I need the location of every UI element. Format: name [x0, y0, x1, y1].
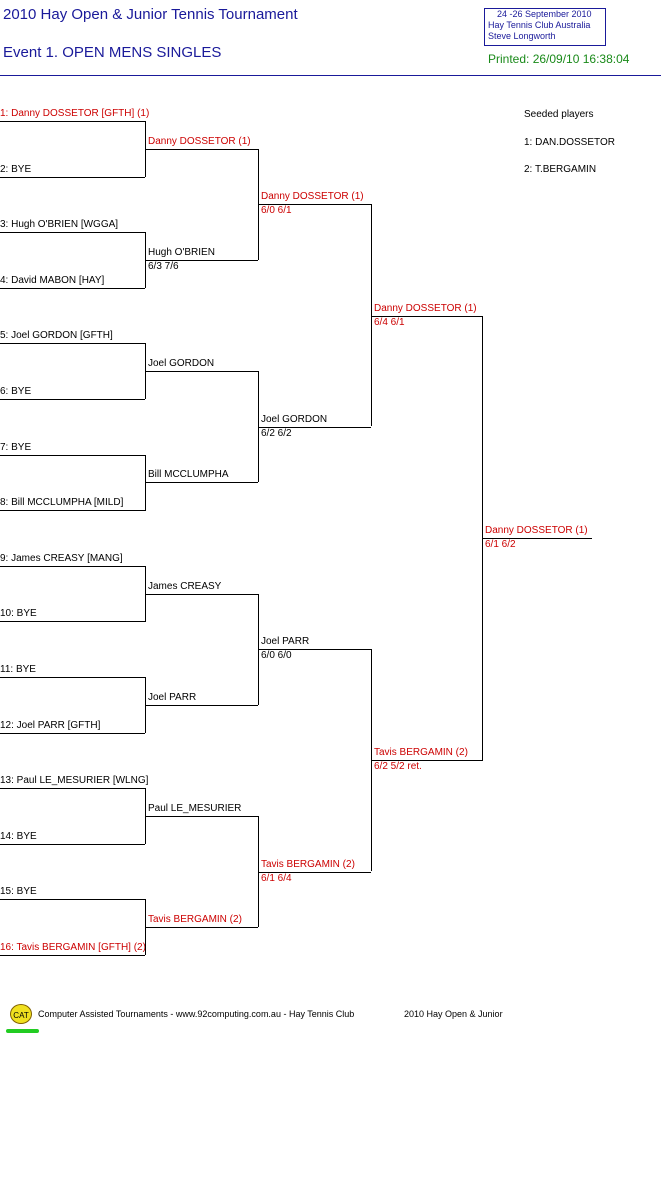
info-box: 24 -26 September 2010 Hay Tennis Club Au… — [484, 8, 606, 46]
bracket-line — [145, 371, 258, 372]
round4-winner: Danny DOSSETOR (1) — [374, 303, 477, 314]
bracket-line — [371, 760, 482, 761]
round1-player: 16: Tavis BERGAMIN [GFTH] (2) — [0, 942, 146, 953]
round3-winner: Tavis BERGAMIN (2) — [261, 859, 355, 870]
round1-player: 14: BYE — [0, 830, 37, 842]
round4-score: 6/2 5/2 ret. — [374, 761, 422, 772]
round2-winner: Joel PARR — [148, 692, 197, 703]
round1-player: 7: BYE — [0, 441, 32, 453]
bracket-line — [0, 288, 145, 289]
cat-logo: CAT — [10, 1004, 32, 1024]
info-dates: 24 -26 September 2010 — [497, 9, 592, 19]
round2-winner: Joel GORDON — [148, 358, 215, 369]
bracket-line — [0, 399, 145, 400]
round2-winner: James CREASY — [148, 581, 222, 592]
bracket-line — [0, 121, 145, 122]
bracket-line — [258, 649, 371, 650]
printed-timestamp: Printed: 26/09/10 16:38:04 — [488, 52, 630, 66]
footer-credit: Computer Assisted Tournaments - www.92co… — [38, 1009, 355, 1019]
round1-player: 1: Danny DOSSETOR [GFTH] (1) — [0, 108, 150, 119]
info-referee: Steve Longworth — [488, 31, 556, 41]
bracket-line — [258, 427, 371, 428]
seeded-player: 2: T.BERGAMIN — [524, 164, 597, 175]
round1-player: 12: Joel PARR [GFTH] — [0, 719, 101, 731]
bracket-line — [0, 677, 145, 678]
event-title: Event 1. OPEN MENS SINGLES — [3, 44, 222, 61]
bracket-line — [0, 733, 145, 734]
bracket-line — [145, 816, 258, 817]
round1-player: 11: BYE — [0, 664, 36, 675]
round2-winner: Paul LE_MESURIER — [148, 803, 242, 814]
bracket-connector — [258, 816, 259, 927]
round2-winner: Bill MCCLUMPHA — [148, 469, 229, 480]
bracket-line — [0, 621, 145, 622]
bracket-connector — [258, 371, 259, 482]
seeded-heading: Seeded players — [524, 109, 594, 120]
bracket-connector — [145, 455, 146, 511]
bracket-line — [145, 927, 258, 928]
bracket-line — [145, 594, 258, 595]
bracket-line — [0, 844, 145, 845]
bracket-line — [0, 232, 145, 233]
bracket-line — [0, 455, 145, 456]
logo-underline — [6, 1029, 39, 1033]
round3-score: 6/2 6/2 — [261, 428, 292, 439]
round1-player: 9: James CREASY [MANG] — [0, 552, 123, 564]
round2-winner: Tavis BERGAMIN (2) — [148, 914, 242, 925]
bracket-line — [0, 955, 145, 956]
round1-player: 2: BYE — [0, 163, 32, 175]
header-divider — [0, 75, 661, 76]
round1-player: 10: BYE — [0, 608, 37, 620]
round1-player: 4: David MABON [HAY] — [0, 274, 105, 286]
bracket-line — [0, 510, 145, 511]
round1-player: 3: Hugh O'BRIEN [WGGA] — [0, 219, 119, 231]
cat-logo-text: CAT — [13, 1011, 29, 1020]
bracket-line — [0, 566, 145, 567]
round1-player: 15: BYE — [0, 886, 37, 898]
bracket-line — [0, 177, 145, 178]
footer-event: 2010 Hay Open & Junior — [404, 1009, 503, 1019]
bracket-line — [145, 705, 258, 706]
round2-winner: Hugh O'BRIEN — [148, 247, 215, 258]
bracket-line — [482, 538, 592, 539]
round3-winner: Joel PARR — [261, 636, 310, 647]
bracket-line — [258, 872, 371, 873]
tournament-title: 2010 Hay Open & Junior Tennis Tournament — [3, 6, 298, 23]
round3-score: 6/0 6/1 — [261, 205, 292, 216]
round4-winner: Tavis BERGAMIN (2) — [374, 747, 468, 758]
round1-player: 8: Bill MCCLUMPHA [MILD] — [0, 497, 124, 509]
bracket-line — [371, 316, 482, 317]
bracket-line — [258, 204, 371, 205]
round2-winner: Danny DOSSETOR (1) — [148, 136, 251, 147]
round3-score: 6/1 6/4 — [261, 873, 292, 884]
round4-score: 6/4 6/1 — [374, 317, 405, 328]
round2-score: 6/3 7/6 — [148, 261, 179, 272]
round1-player: 13: Paul LE_MESURIER [WLNG] — [0, 775, 149, 787]
seeded-player: 1: DAN.DOSSETOR — [524, 137, 615, 148]
round3-score: 6/0 6/0 — [261, 650, 292, 661]
bracket-line — [145, 149, 258, 150]
bracket-line — [0, 788, 145, 789]
bracket-connector — [371, 204, 372, 426]
final-score: 6/1 6/2 — [485, 539, 516, 550]
round1-player: 6: BYE — [0, 386, 32, 397]
info-club: Hay Tennis Club Australia — [488, 20, 591, 30]
round3-winner: Joel GORDON — [261, 414, 328, 425]
round3-winner: Danny DOSSETOR (1) — [261, 191, 364, 202]
champion-name: Danny DOSSETOR (1) — [485, 525, 588, 536]
bracket-line — [145, 260, 258, 261]
bracket-line — [145, 482, 258, 483]
bracket-line — [0, 343, 145, 344]
round1-player: 5: Joel GORDON [GFTH] — [0, 330, 113, 342]
bracket-line — [0, 899, 145, 900]
